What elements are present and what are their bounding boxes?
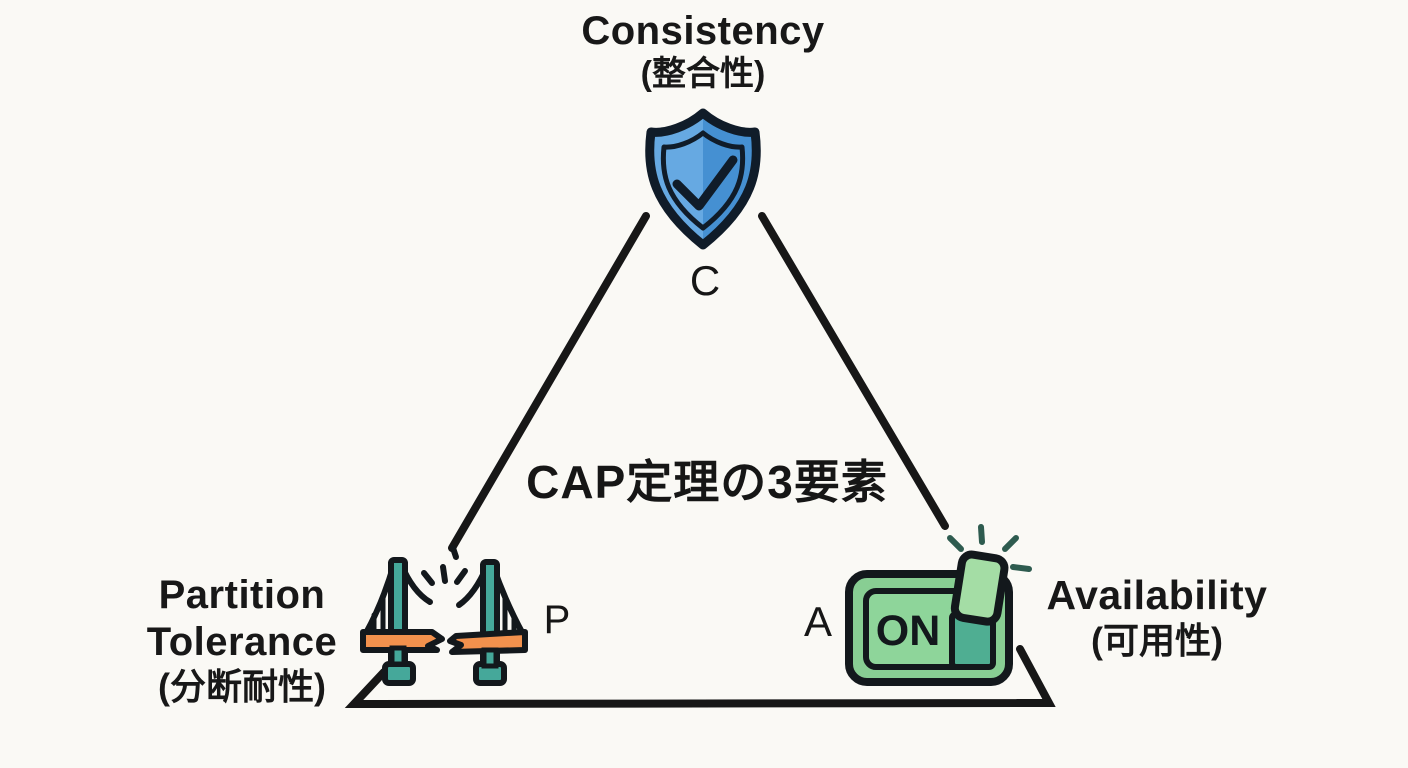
- vertex-letter-a: A: [803, 598, 832, 645]
- shield-check-icon: [645, 108, 761, 250]
- crack-spark-lines: [421, 545, 468, 586]
- availability-label: Availability (可用性): [987, 572, 1327, 662]
- triangle-edges: [344, 212, 1056, 709]
- partition-label-line1: Partition: [158, 573, 326, 617]
- bridge-left-half: [360, 557, 445, 686]
- triangle-left-edge: [448, 212, 650, 552]
- bridge-right-half: [447, 559, 528, 686]
- consistency-label-en: Consistency: [581, 9, 825, 53]
- triangle-right-edge: [758, 212, 949, 530]
- vertex-letter-c: C: [689, 257, 721, 304]
- consistency-label: Consistency (整合性): [503, 8, 903, 95]
- switch-spark-lines: [947, 524, 1032, 572]
- power-switch-icon: ON: [845, 524, 1032, 686]
- partition-label-line2: Tolerance: [146, 619, 338, 664]
- vertex-letter-p: P: [543, 598, 571, 642]
- availability-label-en: Availability: [1046, 572, 1268, 618]
- check-mark: [672, 155, 738, 211]
- switch-lever: [950, 550, 1009, 626]
- availability-label-ja: (可用性): [1091, 619, 1223, 661]
- diagram-title: CAP定理の3要素: [526, 456, 888, 508]
- switch-on-label: ON: [876, 607, 941, 655]
- partition-tolerance-label: Partition Tolerance (分断耐性): [72, 572, 412, 708]
- partition-label-ja: (分断耐性): [158, 665, 326, 707]
- broken-bridge-icon: [360, 545, 528, 686]
- shield-inner-outline: [660, 130, 746, 231]
- consistency-label-ja: (整合性): [640, 54, 766, 93]
- shield-outline: [645, 108, 761, 250]
- triangle-bottom-edge: [344, 645, 1056, 709]
